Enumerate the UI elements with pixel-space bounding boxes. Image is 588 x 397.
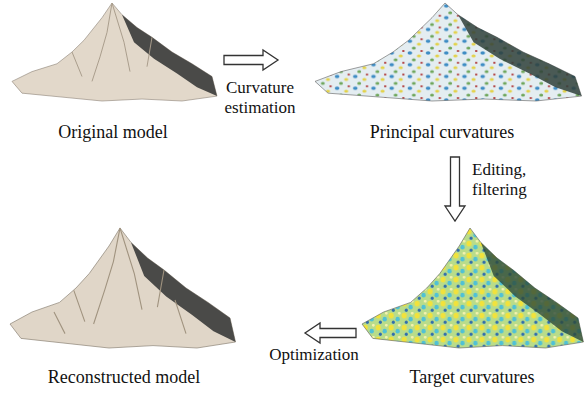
panel-caption: Reconstructed model: [48, 367, 200, 390]
mountain-original: [12, 3, 217, 101]
step-label: Optimization: [262, 345, 366, 365]
step-label: Editing, filtering: [472, 160, 562, 199]
panel-caption: Original model: [58, 122, 167, 145]
hollow-arrow: [224, 50, 278, 70]
illustration-panel: Target curvatures: [360, 225, 584, 390]
panel-caption: Principal curvatures: [370, 122, 514, 145]
hollow-arrow: [305, 323, 356, 343]
mountain-principal-curvatures: [315, 3, 582, 101]
mountain-reconstructed: [10, 228, 236, 348]
hollow-arrow: [445, 157, 465, 221]
illustration-panel: Reconstructed model: [8, 225, 240, 390]
mountain-target-curvatures: [362, 228, 583, 348]
panel-caption: Target curvatures: [410, 367, 535, 390]
step-label: Curvature estimation: [214, 78, 306, 117]
illustration-panel: Principal curvatures: [300, 5, 584, 145]
illustration-panel: Original model: [8, 5, 218, 145]
